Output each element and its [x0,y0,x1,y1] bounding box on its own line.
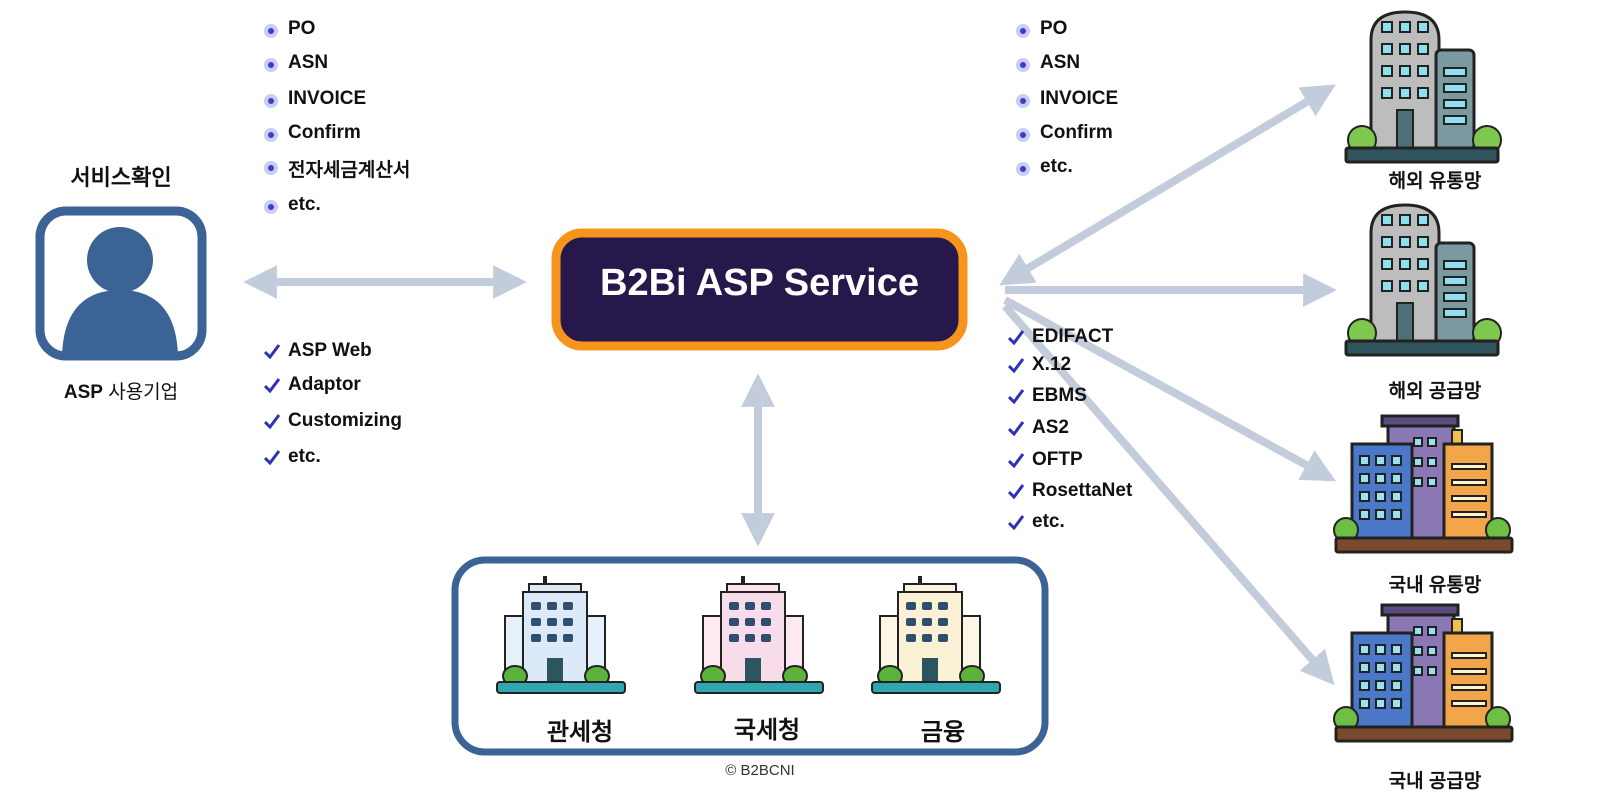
check-icon [264,344,280,360]
bullet-icon [264,94,278,108]
list-item: EBMS [1008,385,1132,407]
check-icon [1008,453,1024,469]
bullet-icon [1016,58,1030,72]
list-item: Confirm [264,122,410,144]
check-icon [264,450,280,466]
list-item: etc. [264,194,410,216]
list-item: ASP Web [264,340,402,362]
check-icon [1008,358,1024,374]
user-label: ASP 사용기업 [30,377,212,404]
bullet-icon [1016,128,1030,142]
building-icon [1344,10,1502,164]
check-icon [1008,389,1024,405]
right-protocol-list: EDIFACT X.12 EBMS AS2 OFTP RosettaNet et… [1008,326,1132,533]
partner-label: 해외 유통망 [1388,171,1482,192]
list-item: INVOICE [1016,88,1118,110]
user-icon [35,206,207,361]
list-item: etc. [1016,156,1118,178]
city-icon [1333,414,1514,554]
arrow-to-partner-1 [999,84,1336,286]
list-item: RosettaNet [1008,480,1132,502]
list-item: OFTP [1008,449,1132,471]
agency-label: 금융 [920,719,966,746]
user-heading: 서비스확인 [70,165,172,190]
building-icon [1344,203,1502,357]
list-item: INVOICE [264,88,410,110]
list-item: PO [1016,18,1118,40]
bullet-icon [1016,94,1030,108]
bullet-icon [264,128,278,142]
check-icon [1008,484,1024,500]
arrow-to-partner-4 [1001,303,1335,686]
agency-label: 관세청 [546,719,614,746]
agency-label: 국세청 [733,717,801,744]
check-icon [264,378,280,394]
center-box [551,228,968,351]
list-item: etc. [264,446,402,468]
agency-building-icon [694,576,824,694]
list-item: Customizing [264,410,402,432]
center-title: B2Bi ASP Service [600,262,919,304]
list-item: Adaptor [264,374,402,396]
check-icon [1008,421,1024,437]
bullet-icon [1016,24,1030,38]
bullet-icon [264,58,278,72]
partner-label: 해외 공급망 [1388,381,1482,402]
check-icon [1008,515,1024,531]
list-item: 전자세금계산서 [264,155,410,182]
check-icon [264,414,280,430]
list-item: ASN [1016,52,1118,74]
list-item: PO [264,18,410,40]
left-doc-list: PO ASN INVOICE Confirm 전자세금계산서 etc. [264,18,410,216]
bullet-icon [264,161,278,175]
copyright: © B2BCNI [725,762,795,779]
bullet-icon [264,200,278,214]
agency-building-icon [871,576,1001,694]
list-item: EDIFACT [1008,326,1132,348]
bullet-icon [1016,162,1030,176]
list-item: X.12 [1008,354,1132,376]
list-item: AS2 [1008,417,1132,439]
right-doc-list: PO ASN INVOICE Confirm etc. [1016,18,1118,178]
city-icon [1333,603,1514,743]
agency-building-icon [496,576,626,694]
left-feature-list: ASP Web Adaptor Customizing etc. [264,340,402,468]
user-label-rest: 사용기업 [102,382,179,403]
arrow-to-partner-3 [1003,296,1336,482]
list-item: etc. [1008,511,1132,533]
list-item: ASN [264,52,410,74]
check-icon [1008,330,1024,346]
user-label-bold: ASP [63,382,103,403]
partner-label: 국내 공급망 [1388,771,1482,792]
bullet-icon [264,24,278,38]
partner-label: 국내 유통망 [1388,575,1482,596]
list-item: Confirm [1016,122,1118,144]
